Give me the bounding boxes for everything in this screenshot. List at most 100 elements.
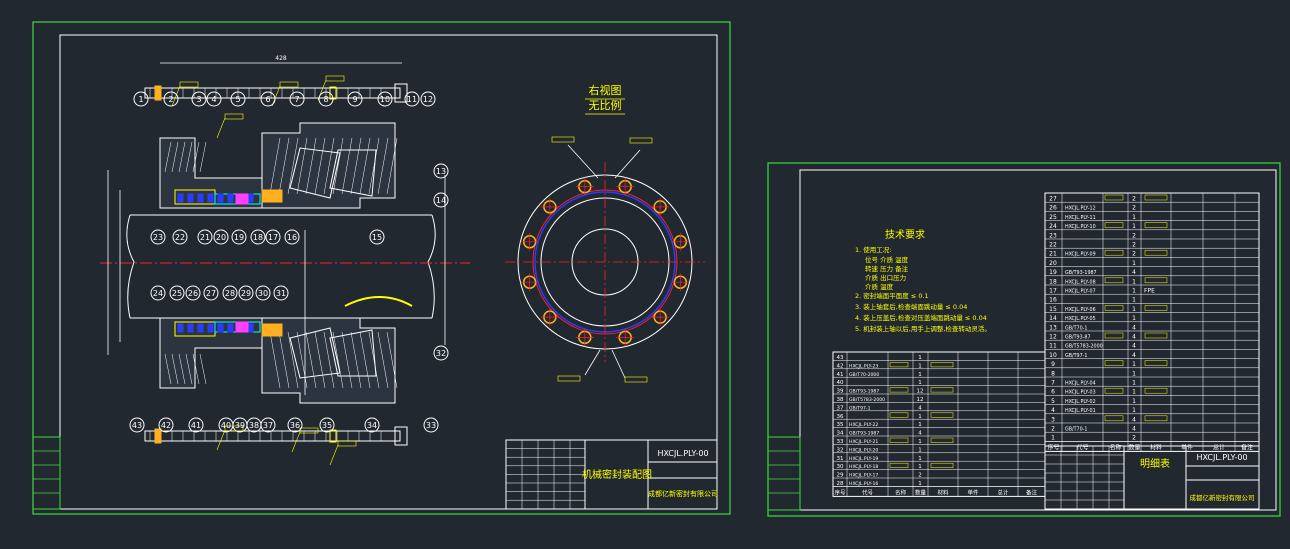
leader-line — [216, 429, 226, 451]
leader-line — [611, 349, 626, 379]
hatch-line — [314, 137, 326, 195]
cell-qty: 4 — [1132, 426, 1136, 433]
balloon-circle — [222, 285, 238, 301]
part-balloon: 35 — [319, 417, 335, 433]
bolt-nut — [394, 83, 408, 103]
hatch-line — [314, 331, 326, 389]
condition-line: 介质 温度 — [865, 282, 894, 291]
balloon-number: 2 — [168, 95, 173, 104]
washer — [154, 428, 162, 444]
spring — [247, 193, 254, 203]
part-balloon: 16 — [284, 229, 300, 245]
cell-code: GB/T93-1987 — [849, 431, 879, 437]
balloon-circle — [377, 91, 393, 107]
part-balloon: 8 — [318, 91, 334, 107]
part-balloon: 15 — [369, 229, 385, 245]
cell-index: 21 — [1049, 251, 1057, 258]
cell-code: HXCJL.PLY-17 — [849, 473, 878, 479]
hatch-line — [199, 353, 207, 385]
balloon-number: 14 — [436, 196, 446, 205]
o-ring — [261, 323, 283, 337]
part-balloon: 40 — [218, 417, 234, 433]
balloon-number: 5 — [235, 95, 240, 104]
drawing-title: 机械密封装配图 — [582, 468, 652, 481]
sheet1-outer-frame — [32, 21, 731, 515]
balloon-number: 37 — [263, 421, 273, 430]
balloon-circle — [238, 285, 254, 301]
cell-qty: 2 — [1132, 242, 1136, 249]
part-balloon: 27 — [203, 285, 219, 301]
spring — [247, 323, 254, 333]
cell-code: HXCJL.PLY-09 — [1065, 252, 1096, 258]
cell-name-tag — [1104, 360, 1124, 366]
cell-qty: 1 — [1132, 380, 1136, 387]
cell-code: HXCJL.PLY-04 — [1065, 381, 1096, 387]
drawing-code: HXCJL.PLY-00 — [657, 449, 708, 458]
cell-qty: 1 — [918, 380, 922, 386]
cell-name-tag — [1104, 194, 1124, 201]
cell-index: 8 — [1051, 370, 1055, 377]
requirement-line: 4. 装上压盖后,检查对压盖端面跳动量 ≤ 0.04 — [855, 313, 987, 322]
part-balloon: 36 — [287, 417, 303, 433]
hatch-line — [305, 137, 317, 195]
cell-code: GB/T93-87 — [1065, 335, 1091, 341]
cell-qty: 4 — [1132, 324, 1136, 331]
drawing-code: HXCJL.PLY-00 — [1196, 453, 1247, 462]
cell-qty: 1 — [918, 447, 922, 453]
cell-qty: 1 — [1132, 297, 1136, 304]
cell-code: HXCJL.PLY-01 — [1065, 408, 1096, 414]
cell-mat-tag — [1144, 277, 1168, 284]
cell-qty: 1 — [1132, 398, 1136, 405]
part-balloon: 42 — [158, 417, 174, 433]
balloon-number: 25 — [172, 289, 182, 298]
balloon-circle — [197, 229, 213, 245]
part-balloon: 26 — [185, 285, 201, 301]
part-balloon: 10 — [377, 91, 393, 107]
hatch-line — [164, 141, 172, 173]
cell-index: 31 — [837, 456, 844, 462]
spring — [197, 323, 204, 333]
hatch-line — [341, 137, 353, 195]
balloon-circle — [289, 91, 305, 107]
shaft-break-right — [427, 214, 436, 319]
balloon-circle — [172, 229, 188, 245]
part-balloon: 19 — [231, 229, 247, 245]
cell-mat-tag — [930, 362, 954, 368]
part-balloon: 13 — [433, 163, 449, 179]
cell-code: HXCJL.PLY-05 — [1065, 316, 1096, 322]
cell-name-tag — [889, 387, 909, 393]
cell-index: 24 — [1049, 223, 1057, 230]
cell-index: 3 — [1051, 416, 1055, 423]
table-header: 序号代号名称数量材料单件总计备注 — [833, 485, 1045, 496]
balloon-circle — [206, 91, 222, 107]
cell-index: 19 — [1049, 269, 1057, 276]
hatch-line — [386, 331, 398, 389]
cell-index: 6 — [1051, 389, 1055, 396]
part-balloon: 29 — [238, 285, 254, 301]
spring — [217, 193, 224, 203]
cell-qty: 4 — [1132, 352, 1136, 359]
cell-qty: 2 — [1132, 435, 1136, 442]
cell-qty: 4 — [1132, 343, 1136, 350]
leader-tag — [325, 75, 345, 82]
header-cell: 单件 — [967, 488, 979, 496]
part-balloon: 5 — [230, 91, 246, 107]
balloon-number: 38 — [249, 421, 259, 430]
cell-qty: 2 — [1132, 196, 1136, 203]
part-balloon: 32 — [433, 345, 449, 361]
balloon-number: 28 — [225, 289, 235, 298]
cell-name-tag — [1104, 222, 1124, 228]
cell-code: GB/T5783-2000 — [1065, 344, 1103, 350]
dimension-text: 428 — [275, 55, 287, 62]
spring — [217, 323, 224, 333]
condition-line: 位号 介质 温度 — [865, 255, 909, 264]
balloon-circle — [287, 417, 303, 433]
balloon-number: 15 — [372, 233, 382, 242]
cell-index: 12 — [1049, 334, 1057, 341]
cell-code: HXCJL.PLY-22 — [849, 422, 878, 428]
